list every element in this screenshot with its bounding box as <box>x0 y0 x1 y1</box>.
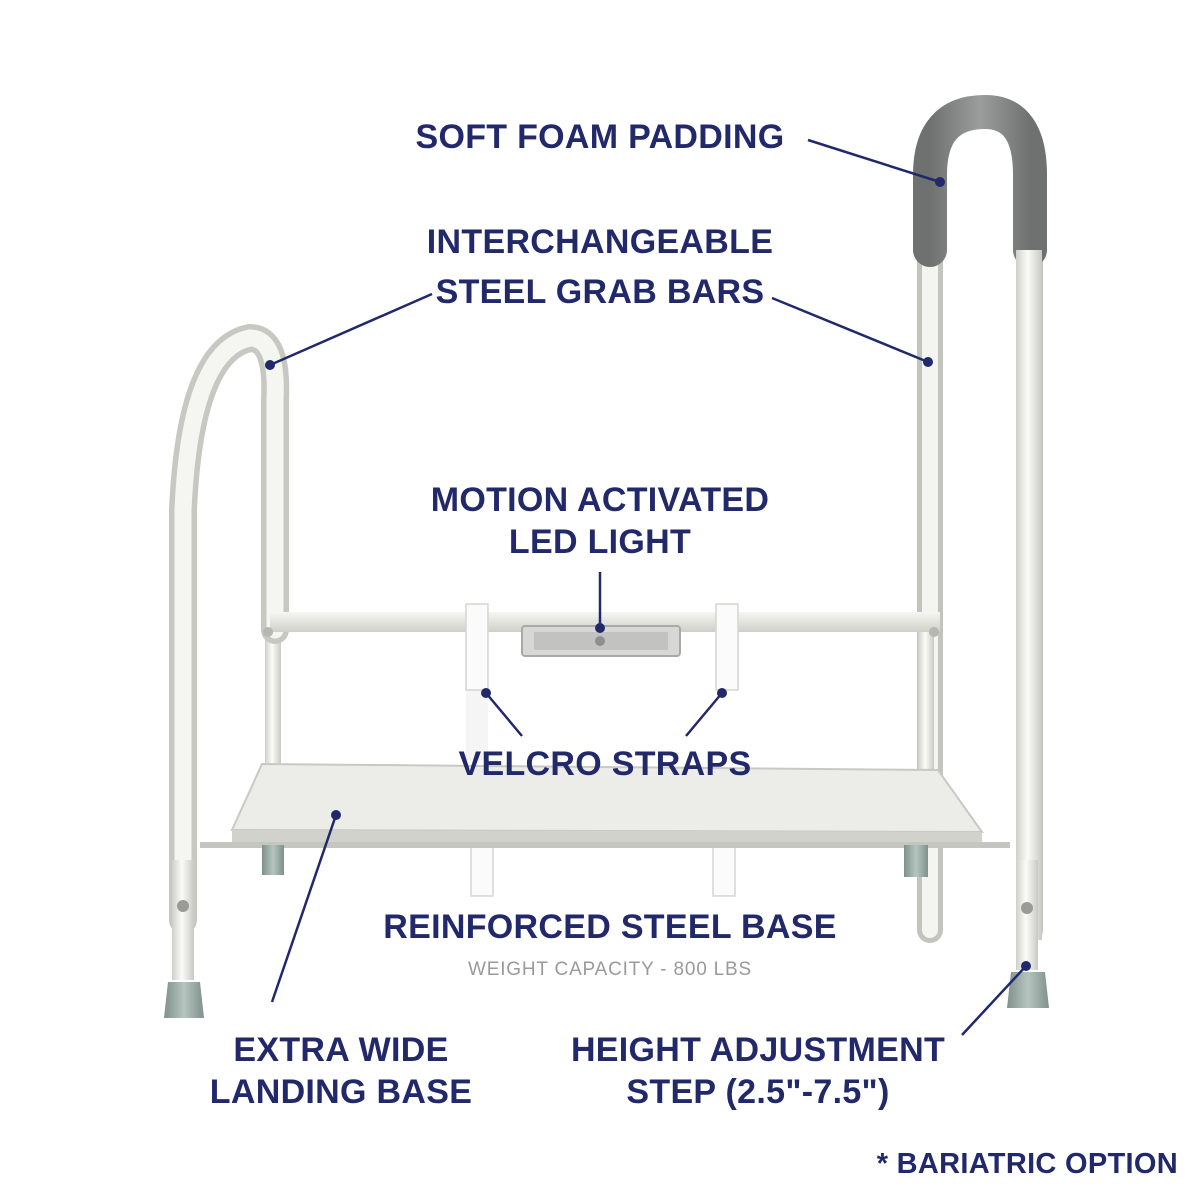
landing-base-label-line2: LANDING BASE <box>209 1073 473 1111</box>
led-label-line1: MOTION ACTIVATED <box>430 481 770 519</box>
step-platform <box>200 762 1010 848</box>
steel-base-label: REINFORCED STEEL BASE <box>383 908 837 946</box>
callout-lines <box>269 138 1027 1036</box>
legs <box>164 845 1049 1018</box>
weight-capacity-text: WEIGHT CAPACITY - 800 LBS <box>468 959 752 980</box>
grab-bars-label-line2: STEEL GRAB BARS <box>435 273 765 311</box>
landing-base-label-line1: EXTRA WIDE <box>233 1031 449 1069</box>
height-adjustment-label-line1: HEIGHT ADJUSTMENT <box>570 1031 946 1069</box>
soft-foam-padding-label: SOFT FOAM PADDING <box>415 118 785 156</box>
tall-grab-bar <box>913 94 1047 943</box>
grab-bars-label-line1: INTERCHANGEABLE <box>426 223 774 261</box>
velcro-straps-label: VELCRO STRAPS <box>458 745 752 783</box>
led-light <box>521 625 681 657</box>
bariatric-option-note: * BARIATRIC OPTION <box>876 1148 1178 1180</box>
velcro-straps <box>465 603 739 897</box>
led-label-line2: LED LIGHT <box>508 523 692 561</box>
height-adjustment-label-line2: STEP (2.5"-7.5") <box>626 1073 890 1111</box>
callout-dots <box>265 177 1031 971</box>
foam-grip <box>913 94 1047 267</box>
